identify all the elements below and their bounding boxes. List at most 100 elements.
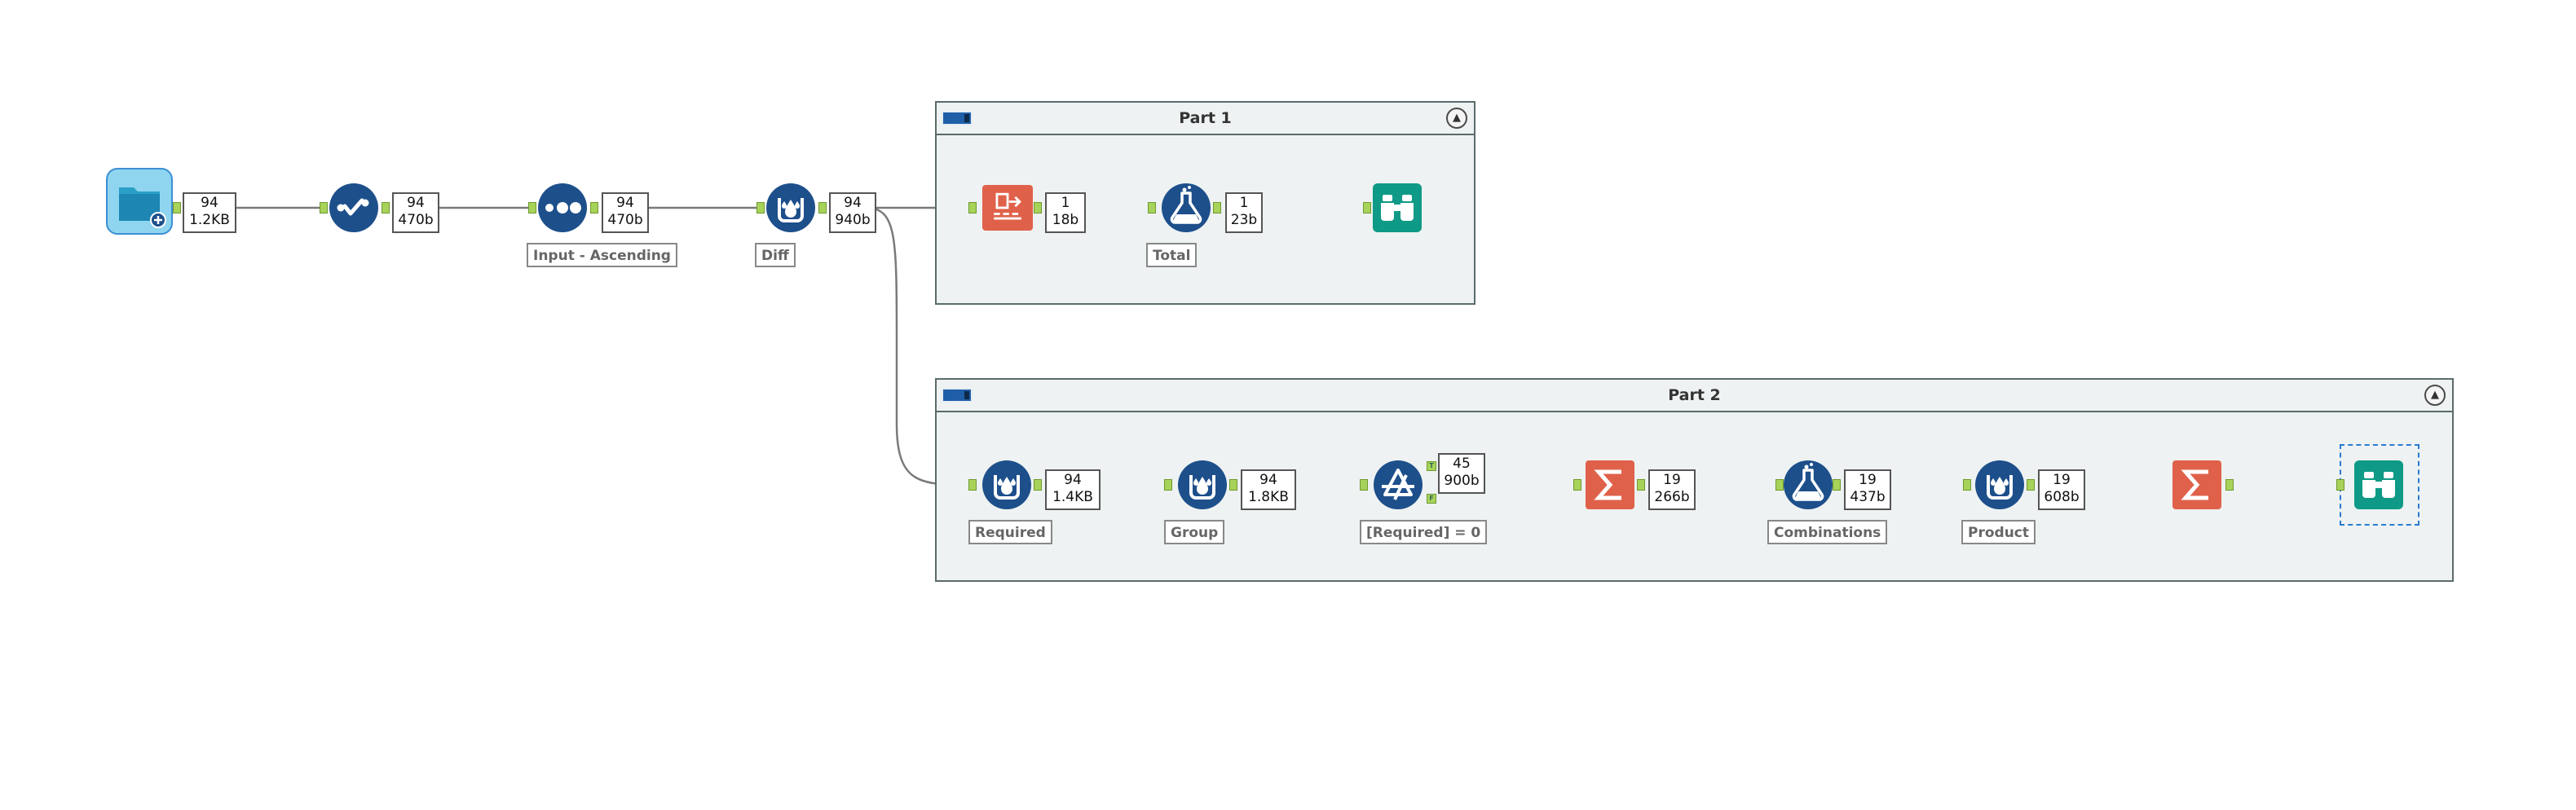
input-anchor[interactable] bbox=[968, 202, 977, 214]
record-count-badge: 19 437b bbox=[1844, 469, 1891, 510]
collapse-button[interactable]: ▲ bbox=[2424, 385, 2446, 406]
tool-annotation[interactable]: Input - Ascending bbox=[527, 243, 677, 267]
record-count: 94 bbox=[1064, 472, 1082, 488]
output-anchor[interactable] bbox=[382, 202, 390, 214]
output-anchor[interactable] bbox=[1833, 479, 1841, 491]
formula-flask-icon bbox=[1792, 463, 1824, 501]
tool-annotation[interactable]: Product bbox=[1961, 520, 2036, 544]
output-anchor[interactable] bbox=[590, 202, 598, 214]
input-anchor[interactable] bbox=[1363, 202, 1371, 214]
output-anchor[interactable] bbox=[1034, 202, 1042, 214]
record-count: 94 bbox=[844, 195, 862, 211]
multirow-formula-icon bbox=[778, 198, 804, 222]
input-anchor[interactable] bbox=[1148, 202, 1156, 214]
container-icon bbox=[942, 388, 973, 403]
browse-binoculars-icon bbox=[2362, 472, 2395, 498]
text-input-tool[interactable] bbox=[982, 185, 1033, 231]
sort-tool[interactable] bbox=[538, 183, 587, 232]
output-anchor[interactable] bbox=[173, 202, 181, 214]
select-tool[interactable] bbox=[329, 183, 378, 232]
input-anchor[interactable] bbox=[528, 202, 536, 214]
record-count: 94 bbox=[1259, 472, 1277, 488]
input-anchor[interactable] bbox=[756, 202, 765, 214]
input-anchor[interactable] bbox=[968, 479, 977, 491]
input-anchor[interactable] bbox=[2336, 479, 2344, 491]
browse-tool[interactable] bbox=[1373, 183, 1422, 232]
data-size: 1.2KB bbox=[189, 212, 230, 228]
output-anchor[interactable] bbox=[2027, 479, 2035, 491]
data-size: 1.4KB bbox=[1052, 489, 1093, 505]
record-count: 94 bbox=[616, 195, 634, 211]
output-anchor[interactable] bbox=[2225, 479, 2234, 491]
tool-annotation[interactable]: Group bbox=[1164, 520, 1225, 544]
record-count-badge: 1 18b bbox=[1045, 192, 1086, 233]
record-count: 94 bbox=[201, 195, 218, 211]
data-size: 470b bbox=[398, 212, 434, 228]
wire-diff-required bbox=[865, 206, 973, 486]
folder-input-icon bbox=[119, 187, 166, 228]
tool-annotation[interactable]: Diff bbox=[755, 243, 796, 267]
multirow-formula-icon bbox=[1189, 475, 1215, 500]
data-size: 470b bbox=[607, 212, 643, 228]
output-anchor[interactable] bbox=[1034, 479, 1042, 491]
container-icon bbox=[942, 111, 973, 125]
input-anchor[interactable] bbox=[1360, 479, 1368, 491]
output-anchor[interactable] bbox=[1213, 202, 1221, 214]
select-check-icon bbox=[337, 198, 369, 216]
input-anchor[interactable] bbox=[1775, 479, 1784, 491]
record-count: 19 bbox=[2053, 472, 2071, 488]
collapse-button[interactable]: ▲ bbox=[1446, 108, 1467, 129]
record-count-badge: 1 23b bbox=[1225, 192, 1263, 233]
record-count: 19 bbox=[1859, 472, 1877, 488]
true-anchor[interactable]: T bbox=[1427, 461, 1436, 471]
container-title: Part 2 bbox=[1668, 386, 1721, 404]
filter-tool[interactable] bbox=[1374, 460, 1423, 509]
summarize-sigma-icon bbox=[2176, 465, 2218, 504]
input-data-tool[interactable] bbox=[106, 168, 173, 235]
multi-row-formula-tool[interactable] bbox=[1178, 460, 1227, 509]
multi-row-formula-tool[interactable] bbox=[766, 183, 815, 232]
output-anchor[interactable] bbox=[1637, 479, 1645, 491]
output-anchor[interactable] bbox=[818, 202, 827, 214]
false-anchor[interactable]: F bbox=[1427, 494, 1436, 504]
output-anchor[interactable] bbox=[1229, 479, 1237, 491]
input-anchor[interactable] bbox=[1963, 479, 1971, 491]
summarize-tool[interactable] bbox=[1586, 460, 1634, 509]
record-count: 94 bbox=[407, 195, 425, 211]
tool-annotation[interactable]: Required bbox=[968, 520, 1052, 544]
input-anchor[interactable] bbox=[1164, 479, 1172, 491]
data-size: 266b bbox=[1654, 489, 1690, 505]
formula-tool[interactable] bbox=[1162, 183, 1211, 232]
data-size: 437b bbox=[1850, 489, 1886, 505]
record-count: 19 bbox=[1663, 472, 1681, 488]
summarize-sigma-icon bbox=[1589, 465, 1631, 504]
input-anchor[interactable] bbox=[320, 202, 328, 214]
container-header[interactable]: Part 1 ▲ bbox=[937, 103, 1474, 135]
tool-annotation[interactable]: Total bbox=[1146, 243, 1198, 267]
record-count-badge: 94 1.8KB bbox=[1241, 469, 1296, 510]
tool-annotation[interactable]: [Required] = 0 bbox=[1360, 520, 1488, 544]
multi-row-formula-tool[interactable] bbox=[1975, 460, 2024, 509]
record-count-badge: 19 608b bbox=[2038, 469, 2085, 510]
multi-row-formula-tool[interactable] bbox=[982, 460, 1031, 509]
text-input-icon bbox=[987, 192, 1028, 225]
multirow-formula-icon bbox=[994, 475, 1020, 500]
formula-flask-icon bbox=[1170, 186, 1202, 224]
browse-binoculars-icon bbox=[1381, 195, 1414, 221]
record-count: 45 bbox=[1453, 456, 1471, 472]
container-header[interactable]: Part 2 ▲ bbox=[937, 380, 2452, 412]
record-count-badge: 94 470b bbox=[392, 192, 439, 233]
tool-annotation[interactable]: Combinations bbox=[1767, 520, 1888, 544]
container-title: Part 1 bbox=[1179, 109, 1232, 127]
browse-tool[interactable] bbox=[2354, 460, 2403, 509]
record-count-badge: 94 1.4KB bbox=[1045, 469, 1101, 510]
record-count-badge: 45 900b bbox=[1438, 453, 1485, 494]
formula-tool[interactable] bbox=[1784, 460, 1833, 509]
data-size: 940b bbox=[835, 212, 871, 228]
data-size: 23b bbox=[1230, 212, 1258, 228]
summarize-tool[interactable] bbox=[2172, 460, 2221, 509]
data-size: 18b bbox=[1052, 212, 1079, 228]
input-anchor[interactable] bbox=[1573, 479, 1581, 491]
sort-dots-icon bbox=[545, 202, 581, 214]
